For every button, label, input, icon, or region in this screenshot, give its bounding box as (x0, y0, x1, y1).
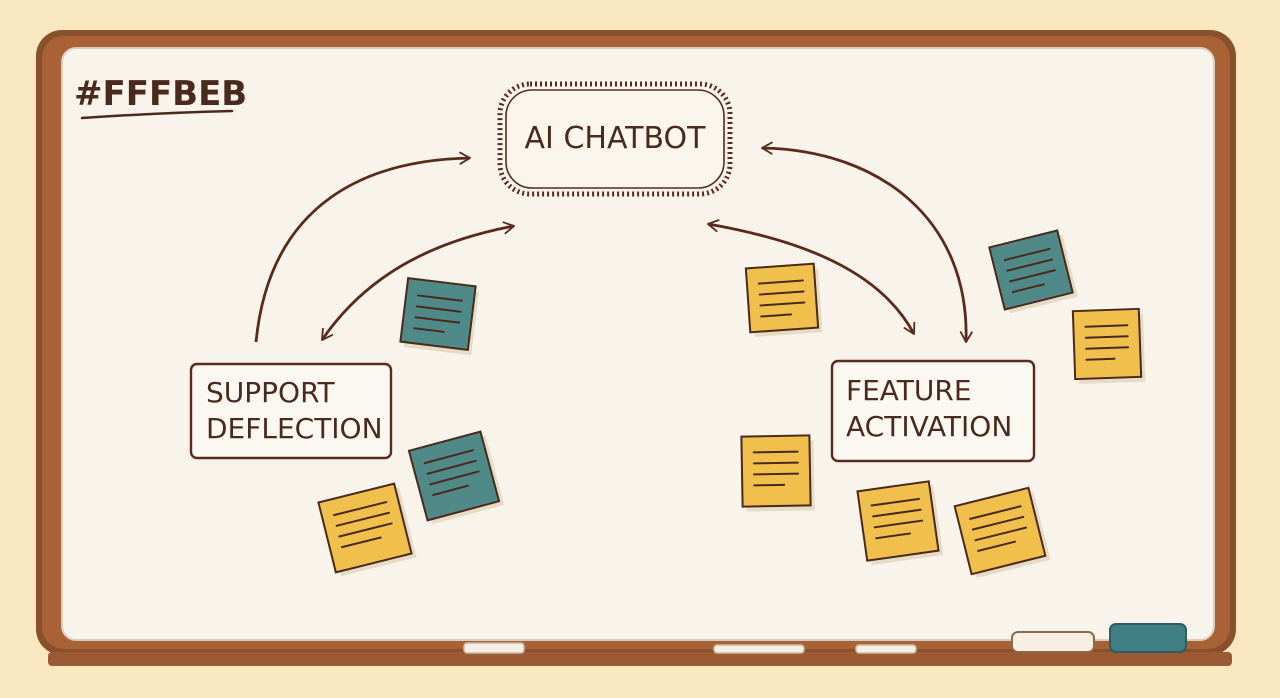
sticky-note-2[interactable] (407, 430, 505, 526)
sticky-note-6[interactable] (1071, 307, 1146, 384)
node-feature-activation-line2: ACTIVATION (846, 410, 1012, 443)
node-feature-activation[interactable]: FEATURE ACTIVATION (830, 359, 1036, 463)
sticky-notes (317, 229, 1146, 579)
node-ai-chatbot[interactable]: AI CHATBOT (497, 81, 733, 197)
sticky-note-3[interactable] (317, 482, 417, 578)
edge-chatbot-feature-outer (761, 141, 973, 343)
node-support-deflection-line1: SUPPORT (206, 376, 335, 409)
node-feature-activation-line1: FEATURE (846, 374, 972, 407)
tray-marker-teal[interactable] (1109, 623, 1187, 653)
sticky-note-9[interactable] (953, 486, 1051, 579)
node-ai-chatbot-label: AI CHATBOT (525, 121, 707, 156)
edge-chatbot-support (320, 221, 515, 341)
edge-support-to-chatbot (254, 151, 471, 343)
sticky-note-4[interactable] (744, 262, 823, 338)
tray-chalk-3[interactable] (855, 644, 917, 654)
corner-label: #FFFBEB (74, 74, 247, 114)
sticky-note-8[interactable] (856, 480, 944, 566)
tray-chalk-2[interactable] (713, 644, 805, 654)
node-support-deflection[interactable]: SUPPORT DEFLECTION (189, 362, 393, 460)
marker-tray (48, 652, 1232, 666)
tray-eraser[interactable] (1011, 631, 1095, 653)
sticky-note-7[interactable] (740, 434, 815, 512)
corner-label-underline (80, 109, 234, 120)
node-support-deflection-line2: DEFLECTION (206, 412, 383, 445)
sticky-note-5[interactable] (988, 229, 1078, 315)
tray-chalk-1[interactable] (463, 642, 525, 654)
sticky-note-1[interactable] (399, 276, 480, 356)
